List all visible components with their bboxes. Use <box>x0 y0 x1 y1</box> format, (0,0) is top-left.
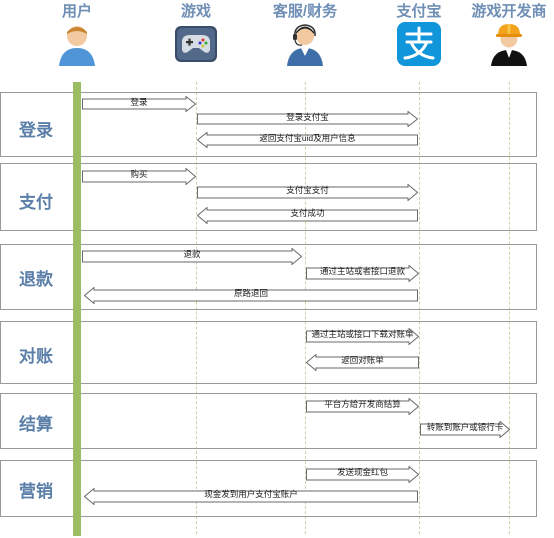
lifeline-alipay <box>419 82 420 534</box>
message-arrow: 发送现金红包 <box>306 466 419 483</box>
message-label: 平台方给开发商结算 <box>324 399 401 409</box>
message-arrow: 通过主站或者接口退款 <box>306 265 419 282</box>
alipay-logo <box>395 20 443 68</box>
message-arrow: 返回对账单 <box>306 354 419 371</box>
user-lifeline-bar <box>73 82 81 536</box>
arrow-shape <box>306 265 419 282</box>
message-arrow: 原路退回 <box>84 287 418 304</box>
arrow-shape <box>306 354 419 371</box>
stage-label: 支付 <box>19 193 53 212</box>
stage-label: 结算 <box>19 415 53 434</box>
stage-label: 对账 <box>19 347 53 366</box>
stage-login: 登录 <box>0 92 537 157</box>
arrow-shape <box>197 207 418 224</box>
arrow-shape <box>420 421 510 438</box>
arrow-shape <box>197 132 418 148</box>
message-arrow: 购买 <box>82 168 196 185</box>
message-label: 登录支付宝 <box>286 112 329 122</box>
arrow-shape <box>197 184 418 201</box>
stage-reconcile: 对账 <box>0 321 537 384</box>
message-label: 退款 <box>183 249 201 259</box>
arrow-shape <box>306 466 419 483</box>
arrow-shape <box>84 287 418 304</box>
message-arrow: 现金发到用户支付宝账户 <box>84 488 418 505</box>
message-arrow: 支付宝支付 <box>197 184 418 201</box>
message-arrow: 登录支付宝 <box>197 111 418 127</box>
actor-label-game: 游戏 <box>180 3 212 20</box>
stage-refund: 退款 <box>0 244 537 310</box>
message-label: 返回对账单 <box>341 355 384 365</box>
message-arrow: 通过主站或接口下载对账单 <box>306 328 419 345</box>
stage-marketing: 营销 <box>0 460 537 517</box>
user-icon <box>53 20 101 68</box>
lifeline-game <box>196 82 197 534</box>
message-label: 现金发到用户支付宝账户 <box>204 489 298 499</box>
support-headset-icon <box>281 20 329 68</box>
actor-label-developer: 游戏开发商 <box>471 3 547 20</box>
arrow-shape <box>306 398 419 415</box>
message-label: 原路退回 <box>233 288 268 298</box>
stage-label: 退款 <box>19 270 53 289</box>
message-label: 支付成功 <box>290 208 325 218</box>
message-label: 购买 <box>130 169 148 179</box>
stage-pay: 支付 <box>0 163 537 231</box>
arrow-shape <box>82 168 196 185</box>
message-label: 转账到账户或银行卡 <box>426 422 504 432</box>
gamepad-icon <box>172 20 220 68</box>
arrow-shape <box>84 488 418 505</box>
message-arrow: 支付成功 <box>197 207 418 224</box>
lifeline-support <box>305 82 306 534</box>
stage-label: 营销 <box>19 482 53 501</box>
message-arrow: 平台方给开发商结算 <box>306 398 419 415</box>
message-label: 发送现金红包 <box>336 467 388 477</box>
stage-label: 登录 <box>19 121 53 140</box>
actor-label-alipay: 支付宝 <box>396 3 442 20</box>
message-label: 返回支付宝uid及用户信息 <box>259 133 356 143</box>
message-arrow: 转账到账户或银行卡 <box>420 421 510 438</box>
arrow-shape <box>82 96 196 112</box>
developer-hardhat-icon <box>485 20 533 68</box>
message-label: 支付宝支付 <box>286 185 329 195</box>
arrow-shape <box>82 248 302 265</box>
stage-settle: 结算 <box>0 393 537 449</box>
lifeline-developer <box>509 82 510 534</box>
message-arrow: 返回支付宝uid及用户信息 <box>197 132 418 148</box>
arrow-shape <box>197 111 418 127</box>
message-arrow: 退款 <box>82 248 302 265</box>
actor-label-user: 用户 <box>61 3 93 20</box>
message-arrow: 登录 <box>82 96 196 112</box>
message-label: 通过主站或接口下载对账单 <box>311 329 414 339</box>
arrow-shape <box>306 328 419 345</box>
actor-label-support: 客服/财务 <box>272 3 338 20</box>
message-label: 登录 <box>130 97 148 107</box>
message-label: 通过主站或者接口退款 <box>319 266 405 276</box>
